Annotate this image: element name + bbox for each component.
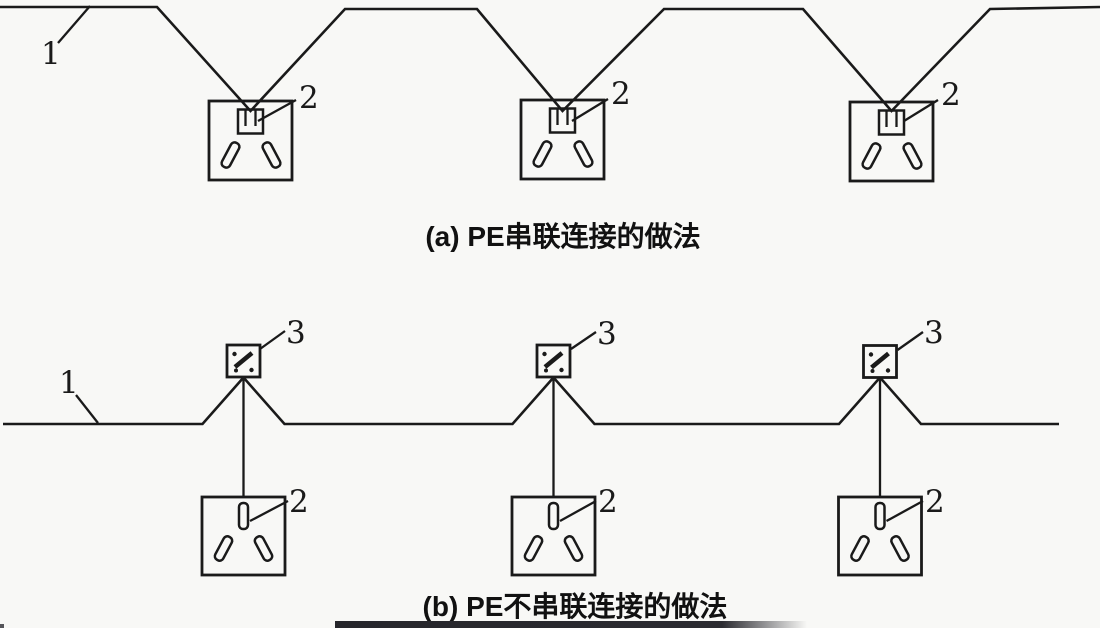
socket-number-label: 2 [611,76,631,112]
leader-line [259,330,286,350]
junction-box [537,345,570,377]
socket-number-label: 2 [289,484,309,520]
junction-box [227,345,260,377]
wire-number-label: 1 [41,36,61,72]
leader-line [249,499,289,523]
pe-trunk-wire-a [0,5,1100,113]
panel-b: 1 3 3 3 2 2 2 (b) PE不串联连接的做法 [3,315,1059,622]
wire-number-label: 1 [59,365,79,401]
junction-box-number-label: 3 [286,315,306,351]
socket-outlet [848,100,935,183]
junction-box-number-label: 3 [597,316,617,352]
cropped-bottom-bar [335,621,807,628]
leader-line [885,499,924,523]
leader-line [903,99,939,122]
socket-number-label: 2 [925,484,945,520]
leader-line [570,331,597,350]
junction-box [864,346,897,378]
junction-box-number-label: 3 [924,315,944,351]
leader-line [559,499,597,523]
panel-a-caption: (a) PE串联连接的做法 [425,220,700,252]
socket-number-label: 2 [941,77,961,113]
socket-number-label: 2 [598,484,618,520]
leader-line [257,98,297,123]
socket-number-label: 2 [299,80,319,116]
pe-trunk-wire-b [3,375,1059,426]
leader-line [75,394,99,424]
leader-line [571,98,609,122]
leader-line [57,5,91,44]
panel-b-caption: (b) PE不串联连接的做法 [423,590,728,622]
leader-line [896,331,924,351]
corner-speck [0,624,4,628]
panel-a: 1 2 2 2 (a) PE串联连接的做法 [0,5,1100,252]
